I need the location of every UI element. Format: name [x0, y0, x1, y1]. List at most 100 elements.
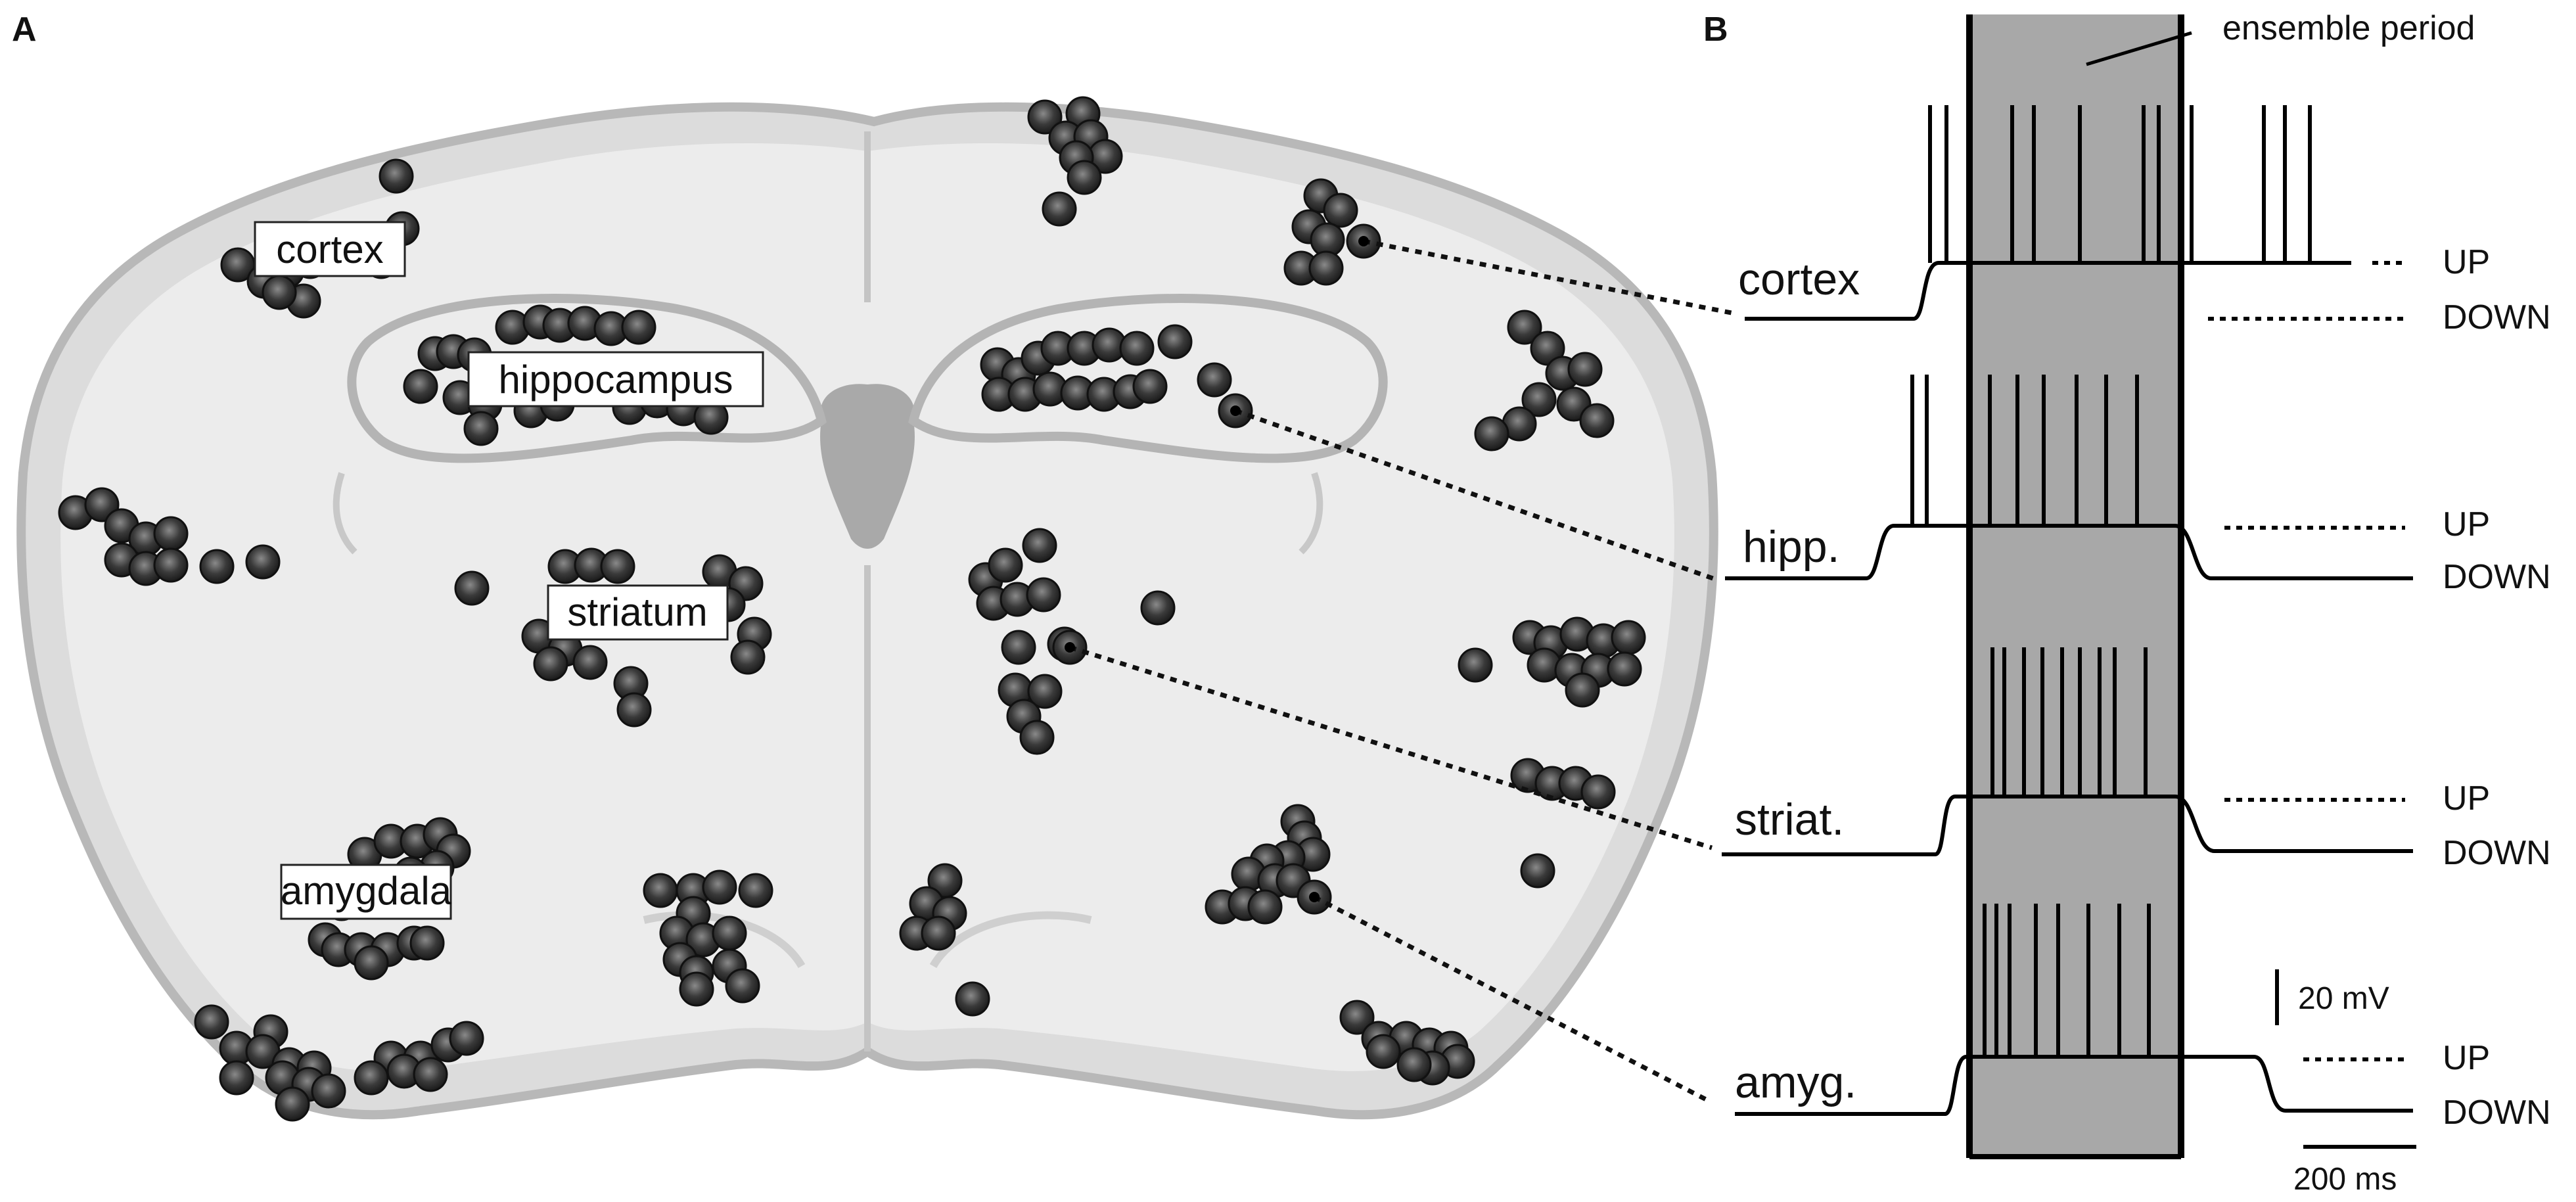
tract-left: [333, 472, 357, 555]
panel-a-label: A: [12, 11, 37, 49]
cortex-down-label: DOWN: [2443, 298, 2551, 336]
trace-hipp: [1725, 524, 2413, 580]
ventricle: [820, 384, 915, 549]
neuron-marker: [245, 544, 281, 580]
hippocampus-label-box: [467, 351, 764, 407]
neuron-marker: [1611, 620, 1646, 655]
trace-striat: [1722, 795, 2413, 856]
neuron-marker: [1520, 853, 1555, 889]
hippocampus-outline-right: [908, 294, 1388, 463]
neuron-marker: [379, 158, 414, 194]
neuron-marker: [1580, 774, 1616, 810]
connector-dots: [1065, 236, 1369, 902]
trace-label-hipp: hipp.: [1743, 522, 1839, 572]
neuron-marker: [616, 692, 652, 728]
neuron-marker: [738, 873, 773, 908]
neuron-marker: [1140, 590, 1176, 626]
ensemble-period-shade: [1969, 14, 2181, 1158]
hippocampus-outline-left: [347, 294, 827, 463]
neuron-marker: [1507, 310, 1542, 345]
neuron-marker: [1019, 720, 1055, 755]
ensemble-label-pointer: [2086, 31, 2192, 66]
striat-down-label: DOWN: [2443, 834, 2551, 872]
neuron-marker: [921, 915, 956, 951]
membrane-traces: [1722, 105, 2413, 1116]
cortex-label: cortex: [276, 227, 383, 271]
neuron-marker: [1001, 630, 1036, 665]
neuron-marker: [1157, 324, 1193, 359]
neuron-marker: [311, 1073, 346, 1109]
ensemble-period-label: ensemble period: [2222, 9, 2475, 47]
connector-dot-amyg: [1309, 892, 1320, 902]
neuron-marker: [712, 915, 747, 951]
neuron-marker: [955, 981, 990, 1017]
hipp-up-label: UP: [2443, 505, 2490, 543]
trace-label-striat: striat.: [1735, 795, 1844, 844]
amyg-up-label: UP: [2443, 1039, 2490, 1077]
neuron-marker: [463, 411, 499, 446]
connector-lines: [1069, 239, 1736, 1103]
neuron-marker: [533, 646, 568, 682]
neuron-marker: [409, 925, 445, 961]
neuron-marker: [153, 516, 189, 551]
neuron-marker: [572, 645, 608, 680]
neuron-marker: [194, 1004, 229, 1040]
connector-dot-striat: [1065, 642, 1075, 653]
cortex-up-label: UP: [2443, 243, 2490, 281]
neuron-marker: [219, 1060, 254, 1096]
panel-b-label: B: [1703, 11, 1728, 49]
region-label-hippocampus: hippocampus: [467, 351, 764, 407]
neuron-marker: [449, 1021, 484, 1056]
neuron-marker: [725, 968, 760, 1004]
neuron-marker: [153, 547, 189, 583]
trace-cortex: [1745, 261, 2351, 321]
region-label-striatum: striatum: [547, 584, 729, 641]
neuron-marker: [1247, 889, 1283, 925]
neuron-marker: [1132, 369, 1168, 404]
neuron-marker: [1567, 352, 1603, 387]
neuron-marker: [679, 971, 714, 1007]
neuron-marker: [600, 549, 635, 584]
neuron-marker: [988, 547, 1023, 583]
neuron-marker: [275, 1086, 310, 1122]
neuron-marker: [354, 945, 389, 981]
neuron-marker: [1396, 1047, 1432, 1082]
neuron-marker: [1067, 160, 1102, 195]
neuron-marker: [1607, 651, 1642, 687]
tract-right: [1299, 472, 1323, 555]
time-scale-label: 200 ms: [2293, 1162, 2397, 1197]
voltage-scale-label: 20 mV: [2298, 981, 2389, 1016]
connector-amyg: [1313, 894, 1710, 1103]
neuron-marker: [1197, 362, 1232, 398]
state-reference-lines: [2208, 261, 2405, 1061]
neuron-marker: [1026, 577, 1061, 613]
neuron-marker: [454, 570, 490, 606]
neuron-marker: [730, 639, 766, 675]
neuron-marker: [1565, 672, 1600, 708]
striat-up-label: UP: [2443, 779, 2490, 818]
neuron-marker: [1119, 331, 1155, 366]
neuron-marker: [1366, 1034, 1401, 1069]
neuron-marker: [1027, 674, 1063, 709]
region-label-amygdala: amygdala: [280, 864, 452, 920]
connector-hipp: [1234, 408, 1720, 583]
neuron-marker: [621, 310, 656, 345]
neuron-marker: [199, 549, 235, 584]
neuron-marker: [1339, 1000, 1375, 1035]
neuron-marker: [1474, 416, 1509, 451]
neuron-marker: [1458, 647, 1493, 683]
amygdala-label: amygdala: [281, 869, 452, 913]
neuron-marker: [1027, 99, 1063, 135]
neuron-marker: [403, 369, 438, 404]
neuron-marker: [413, 1057, 448, 1092]
neuron-marker: [354, 1060, 389, 1096]
trace-amyg: [1735, 1055, 2413, 1116]
neuron-marker: [643, 873, 678, 908]
striatum-label-box: [547, 584, 729, 641]
neuron-marker: [1521, 382, 1557, 417]
lower-structure-right: [929, 911, 1092, 969]
neuron-marker: [1022, 528, 1057, 563]
hippocampus-label: hippocampus: [499, 358, 733, 402]
amyg-down-label: DOWN: [2443, 1094, 2551, 1132]
